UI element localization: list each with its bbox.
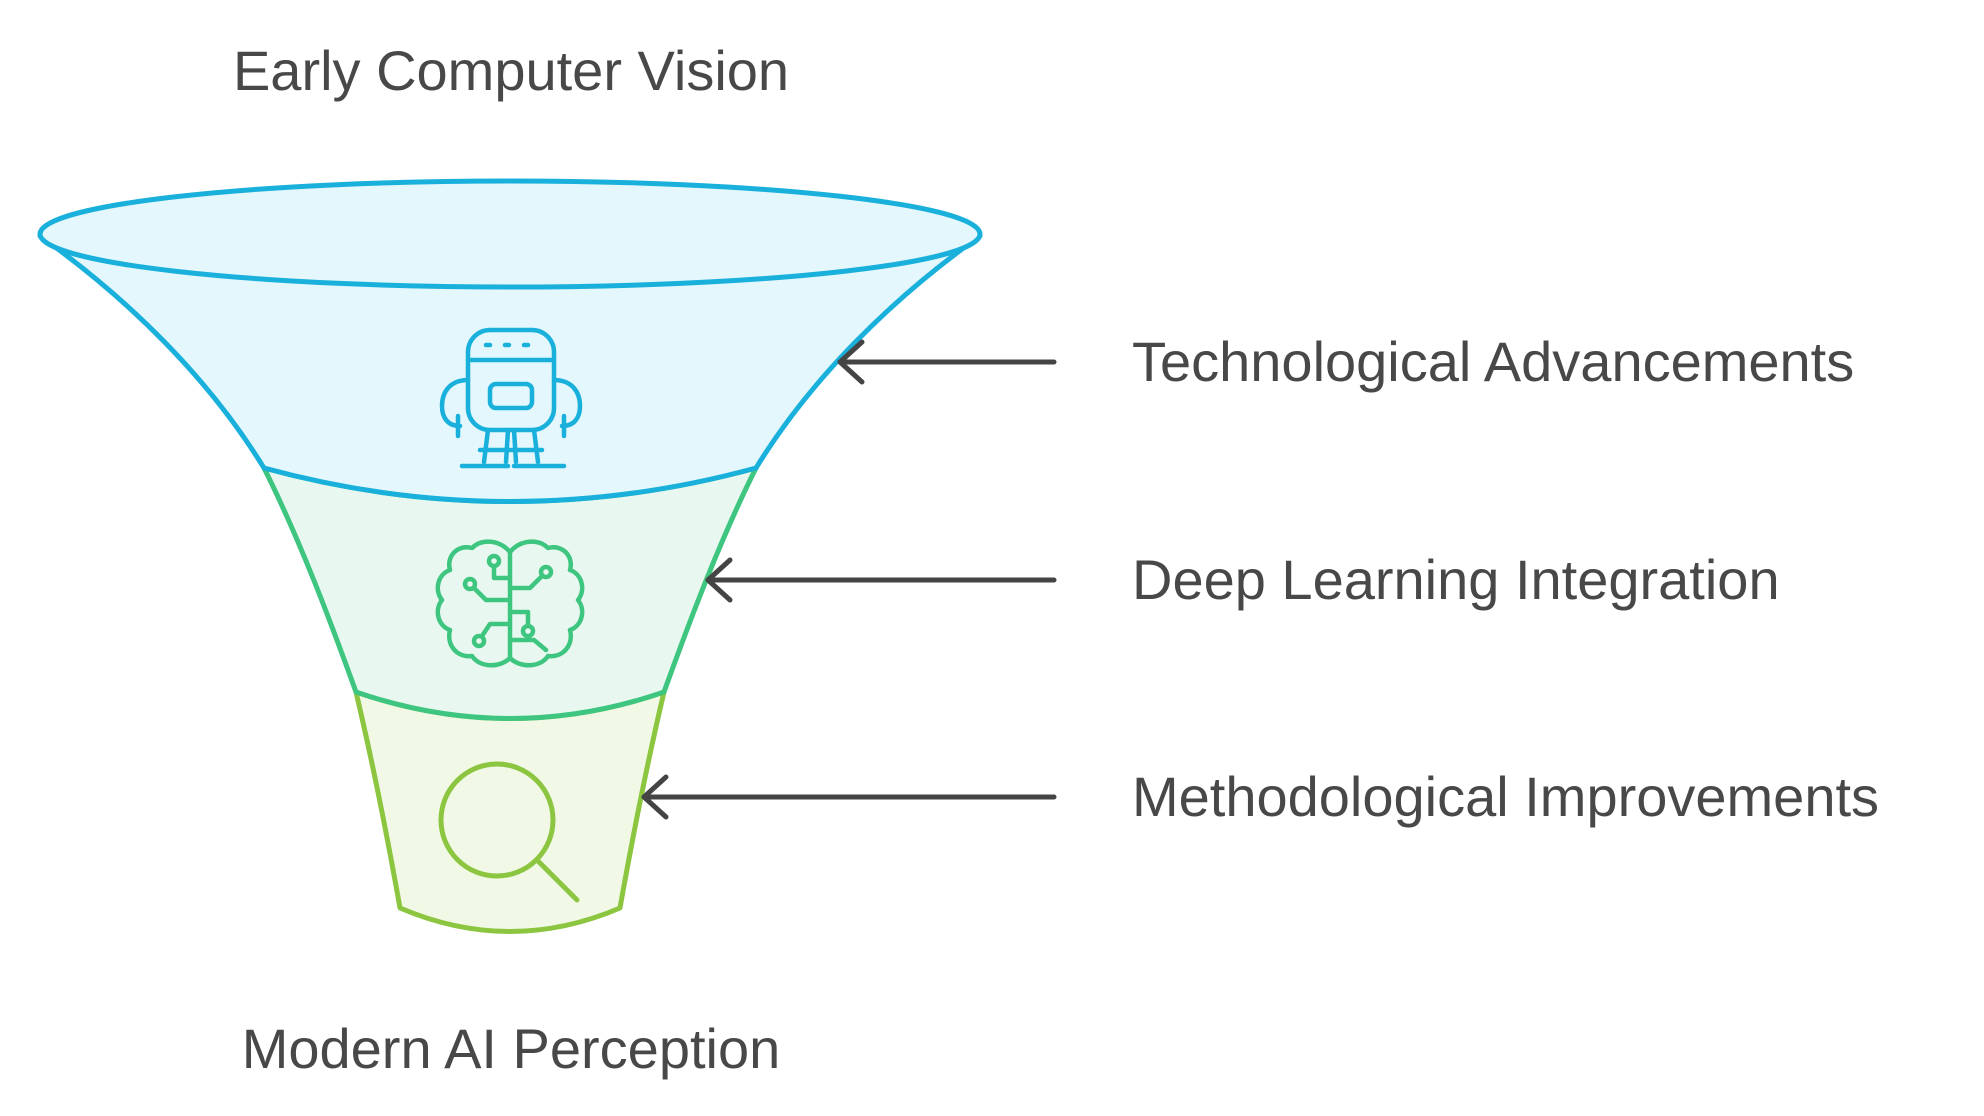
funnel-stage-3-body [353, 689, 667, 934]
brain-circuit-icon [435, 539, 585, 668]
arrow-stage-1 [837, 339, 1057, 385]
robot-icon [439, 327, 583, 469]
arrow-stage-2 [705, 557, 1057, 603]
magnifier-icon [438, 761, 580, 903]
arrow-stage-3 [641, 774, 1057, 820]
funnel-stage-1 [37, 178, 983, 504]
funnel-rim [37, 178, 983, 290]
funnel-stage-1-body [37, 233, 983, 504]
stage-1-label: Technological Advancements [1132, 330, 1854, 393]
stage-3-label: Methodological Improvements [1132, 765, 1879, 828]
funnel-stage-3 [353, 689, 667, 934]
funnel-bottom-label: Modern AI Perception [242, 1017, 781, 1080]
stage-2-label: Deep Learning Integration [1132, 548, 1780, 611]
funnel-top-label: Early Computer Vision [233, 39, 789, 102]
